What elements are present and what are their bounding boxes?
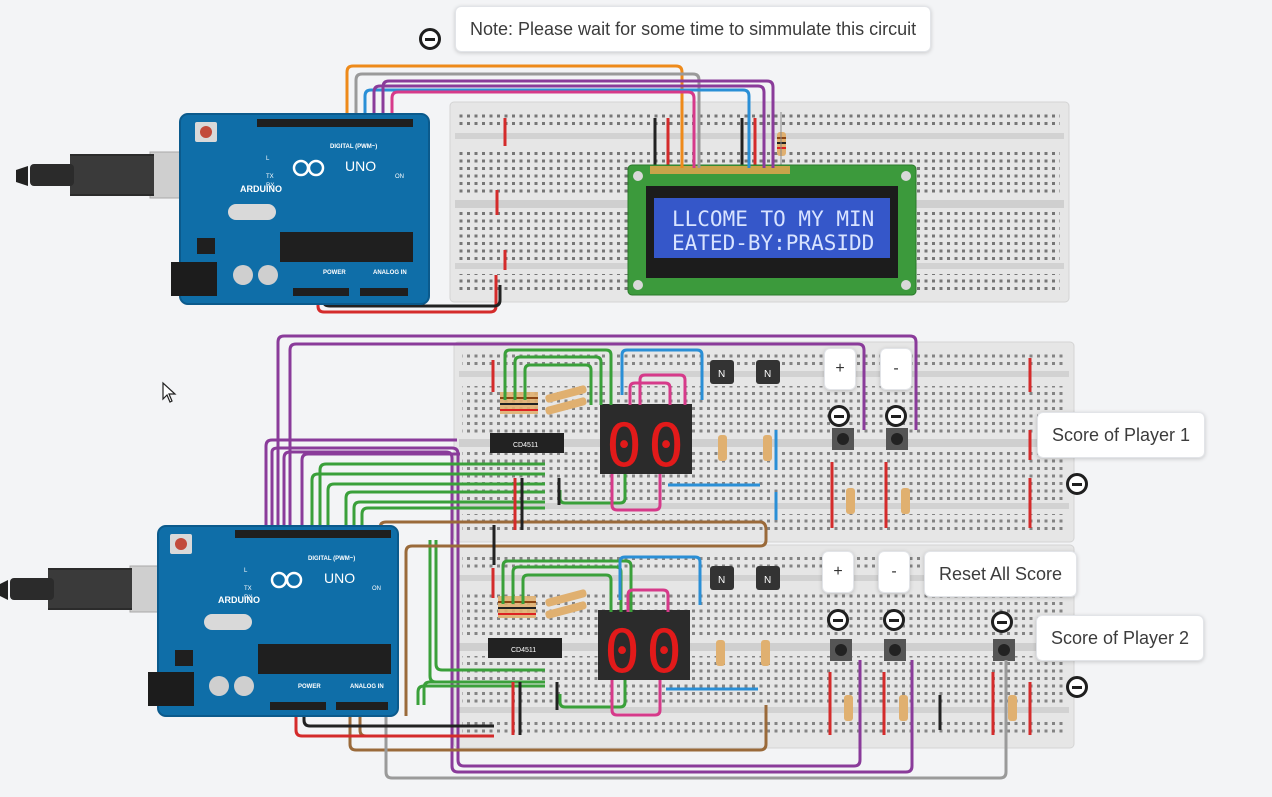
resistor-bank-2 <box>498 589 587 619</box>
player1-plus-label: + <box>824 348 856 390</box>
arduino-top-power-label: POWER <box>323 270 346 276</box>
arduino-top-rx-label: RX <box>266 183 274 189</box>
reset-collapse-icon[interactable] <box>991 611 1013 633</box>
segment-digit-2a: 0 <box>604 617 640 687</box>
player1-minus-collapse-icon[interactable] <box>885 405 907 427</box>
player1-plus-collapse-icon[interactable] <box>828 405 850 427</box>
transistor-2b: N <box>756 566 780 590</box>
lower-wires <box>264 334 1008 780</box>
player2-collapse-icon[interactable] <box>1066 676 1088 698</box>
player2-minus-label: - <box>878 551 910 593</box>
arduino-bottom-digital-label: DIGITAL (PWM~) <box>308 556 355 562</box>
transistor-label-1a: N <box>718 369 725 380</box>
transistor-label-2b: N <box>764 575 771 586</box>
player1-score-circuit: CD4511 0 0 N N <box>490 360 910 514</box>
cd4511-chip-2 <box>488 638 562 658</box>
arduino-bottom-rx-label: RX <box>244 595 252 601</box>
transistor-1a: N <box>710 360 734 384</box>
arduino-bottom-logo-text: ARDUINO <box>218 595 260 605</box>
segment-digit-1a: 0 <box>606 411 642 481</box>
resistor-bank-1 <box>500 385 587 415</box>
cd4511-chip-1 <box>490 433 564 453</box>
mouse-cursor-icon <box>162 381 177 403</box>
player2-plus-collapse-icon[interactable] <box>827 609 849 631</box>
arduino-top-on-label: ON <box>395 174 404 180</box>
player2-plus-label: + <box>822 551 854 593</box>
lcd-line-1: LLCOME TO MY MIN <box>672 207 874 231</box>
player2-minus-collapse-icon[interactable] <box>883 609 905 631</box>
transistor-label-1b: N <box>764 369 771 380</box>
player1-score-note: Score of Player 1 <box>1037 412 1206 458</box>
transistor-1b: N <box>756 360 780 384</box>
arduino-top-model: UNO <box>345 158 376 174</box>
player1-minus-label: - <box>880 348 912 390</box>
lcd-line-2: EATED-BY:PRASIDD <box>672 231 874 255</box>
segment-digit-1b: 0 <box>648 411 684 481</box>
infinity-logo-icon <box>270 571 303 589</box>
reset-score-note: Reset All Score <box>924 551 1078 597</box>
arduino-bottom-power-label: POWER <box>298 684 321 690</box>
ic-label-2: CD4511 <box>511 647 536 654</box>
arduino-bottom-analog-label: ANALOG IN <box>350 684 384 690</box>
simulate-note: Note: Please wait for some time to simmu… <box>455 6 932 52</box>
transistor-label-2a: N <box>718 575 725 586</box>
top-wires <box>316 64 775 314</box>
arduino-bottom: ARDUINO UNO DIGITAL (PWM~) POWER ANALOG … <box>0 525 399 717</box>
note-collapse-icon[interactable] <box>419 28 441 50</box>
seven-segment-display-1 <box>600 404 692 474</box>
arduino-top-analog-label: ANALOG IN <box>373 270 407 276</box>
infinity-logo-icon <box>292 159 325 177</box>
player2-score-circuit: CD4511 0 0 N N <box>488 566 1017 721</box>
arduino-bottom-tx-label: TX <box>244 586 252 592</box>
arduino-top-l-label: L <box>266 156 270 162</box>
arduino-top-logo-text: ARDUINO <box>240 184 282 194</box>
arduino-bottom-l-label: L <box>244 568 248 574</box>
transistor-2a: N <box>710 566 734 590</box>
rail-jumpers <box>491 358 1032 735</box>
player2-score-note: Score of Player 2 <box>1036 615 1205 661</box>
arduino-top-digital-label: DIGITAL (PWM~) <box>330 144 377 150</box>
segment-digit-2b: 0 <box>646 617 682 687</box>
arduino-top: ARDUINO UNO DIGITAL (PWM~) POWER ANALOG … <box>16 113 430 305</box>
ic-label-1: CD4511 <box>513 442 538 449</box>
arduino-bottom-on-label: ON <box>372 586 381 592</box>
lcd-module: LLCOME TO MY MIN EATED-BY:PRASIDD <box>627 164 917 296</box>
arduino-bottom-model: UNO <box>324 570 355 586</box>
arduino-top-tx-label: TX <box>266 174 274 180</box>
seven-segment-display-2 <box>598 610 690 680</box>
player1-collapse-icon[interactable] <box>1066 473 1088 495</box>
